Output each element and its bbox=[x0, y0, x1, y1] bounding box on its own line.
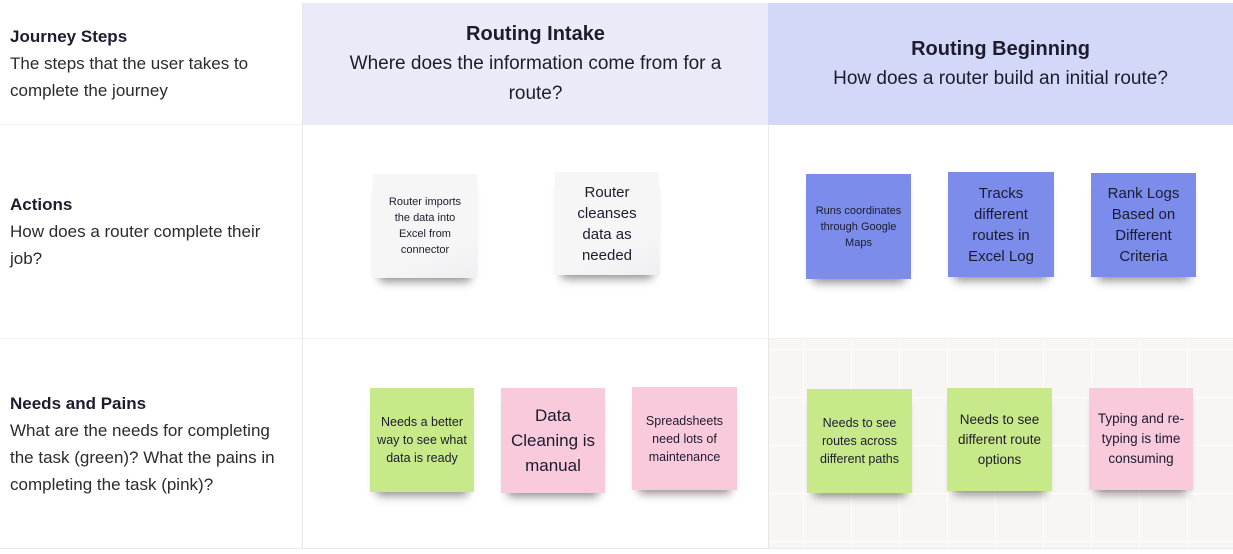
row-header-actions: Actions How does a router complete their… bbox=[0, 125, 303, 338]
routing-intake-title: Routing Intake bbox=[466, 23, 605, 45]
row-header-needs-and-pains: Needs and Pains What are the needs for c… bbox=[0, 338, 303, 549]
sticky-note-runs-coordinates[interactable]: Runs coordinates through Google Maps bbox=[806, 174, 911, 279]
column-header-routing-intake: Routing Intake Where does the informatio… bbox=[303, 3, 768, 125]
sticky-note-needs-better-way[interactable]: Needs a better way to see what data is r… bbox=[370, 388, 474, 492]
routing-beginning-title: Routing Beginning bbox=[911, 38, 1090, 60]
sticky-note-data-cleaning-manual[interactable]: Data Cleaning is manual bbox=[501, 388, 605, 493]
sticky-note-different-route-options[interactable]: Needs to see different route options bbox=[947, 388, 1052, 491]
sticky-note-router-imports-data[interactable]: Router imports the data into Excel from … bbox=[373, 174, 477, 278]
journey-steps-description: The steps that the user takes to complet… bbox=[10, 54, 249, 100]
routing-beginning-subtitle: How does a router build an initial route… bbox=[833, 68, 1168, 89]
needs-and-pains-description: What are the needs for completing the ta… bbox=[10, 420, 275, 494]
sticky-note-tracks-routes[interactable]: Tracks different routes in Excel Log bbox=[948, 172, 1054, 277]
sticky-note-rank-logs[interactable]: Rank Logs Based on Different Criteria bbox=[1091, 173, 1196, 277]
needs-and-pains-title: Needs and Pains bbox=[10, 393, 147, 413]
row-header-journey-steps: Journey Steps The steps that the user ta… bbox=[0, 3, 303, 125]
actions-description: How does a router complete their job? bbox=[10, 222, 261, 268]
sticky-note-routes-across-paths[interactable]: Needs to see routes across different pat… bbox=[807, 389, 912, 493]
journey-steps-title: Journey Steps bbox=[10, 27, 128, 46]
routing-intake-subtitle: Where does the information come from for… bbox=[349, 53, 722, 104]
column-header-routing-beginning: Routing Beginning How does a router buil… bbox=[768, 3, 1233, 125]
actions-title: Actions bbox=[10, 195, 73, 214]
sticky-note-router-cleanses-data[interactable]: Router cleanses data as needed bbox=[555, 172, 659, 275]
sticky-note-retyping-time-consuming[interactable]: Typing and re-typing is time consuming bbox=[1089, 388, 1193, 490]
sticky-note-spreadsheets-maintenance[interactable]: Spreadsheets need lots of maintenance bbox=[632, 387, 737, 490]
